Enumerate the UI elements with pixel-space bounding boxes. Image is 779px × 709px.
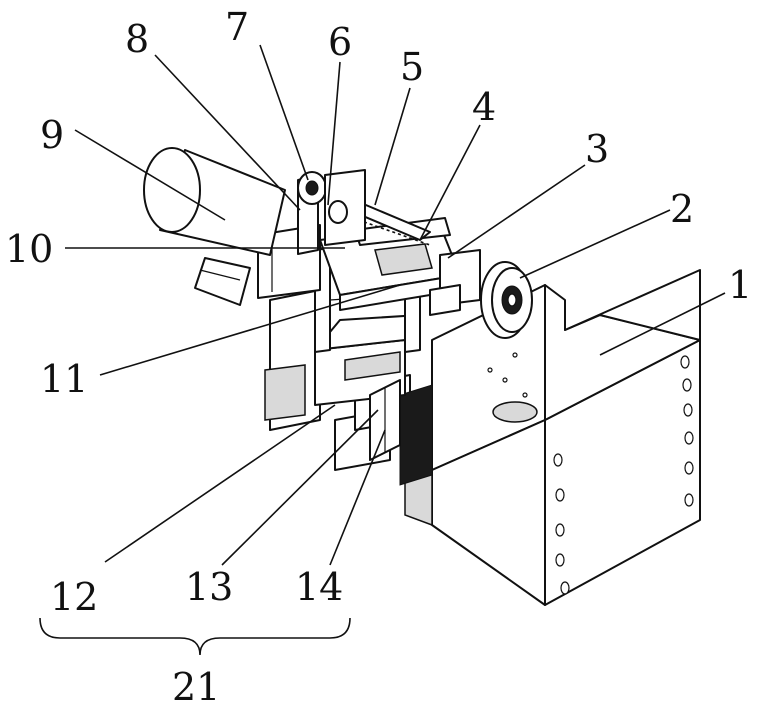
callout-12: 12 (50, 575, 98, 619)
leader-4 (420, 125, 480, 240)
callout-14: 14 (295, 565, 343, 609)
leader-2 (520, 210, 670, 278)
pulley-assembly (298, 170, 365, 254)
leader-12 (105, 405, 335, 562)
leader-3 (448, 165, 585, 258)
group-brace-21 (40, 618, 350, 655)
callout-10: 10 (5, 227, 53, 271)
callout-6: 6 (328, 20, 352, 64)
callout-4: 4 (472, 85, 496, 129)
callout-9: 9 (40, 113, 64, 157)
callout-2: 2 (670, 187, 694, 231)
callout-21: 21 (172, 665, 220, 709)
base-frame (405, 270, 700, 605)
callout-1: 1 (728, 263, 752, 307)
callout-8: 8 (125, 17, 149, 61)
callout-3: 3 (585, 127, 609, 171)
callout-5: 5 (400, 45, 424, 89)
leader-13 (222, 410, 378, 565)
leader-7 (260, 45, 308, 180)
callout-13: 13 (185, 565, 233, 609)
callout-7: 7 (225, 5, 249, 49)
leader-5 (375, 88, 410, 205)
callout-11: 11 (40, 357, 88, 401)
